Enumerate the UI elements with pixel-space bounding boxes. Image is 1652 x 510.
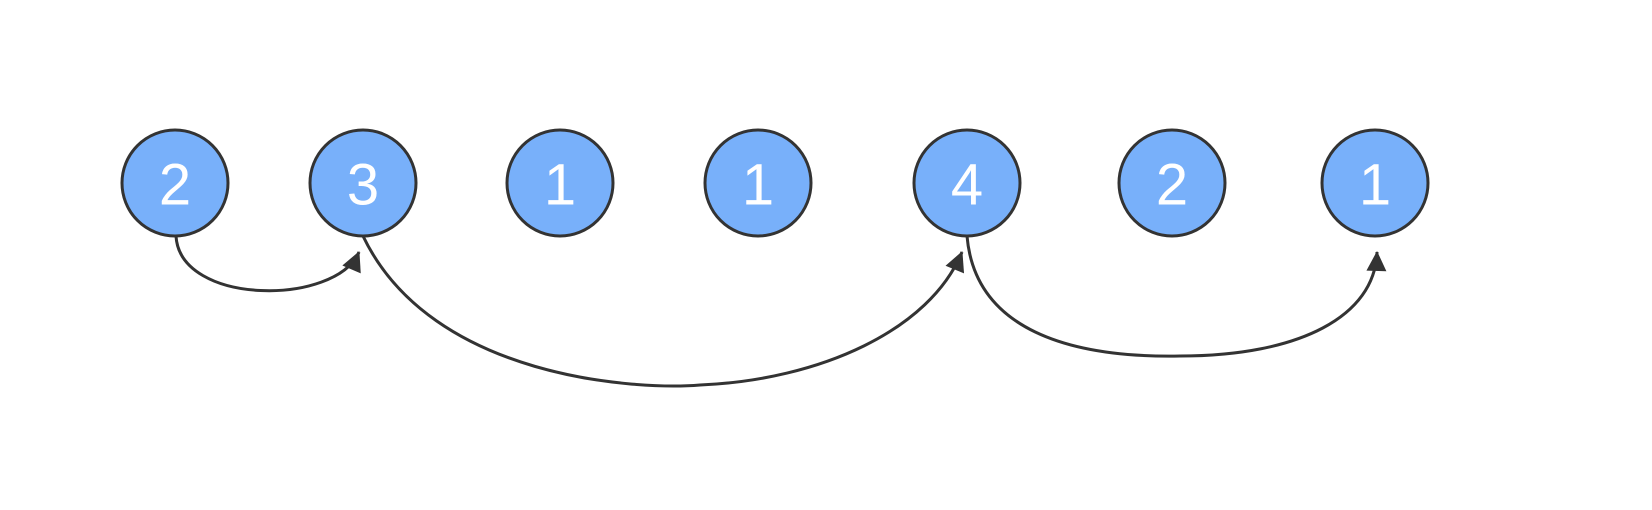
edge-arrow-4-6 (965, 235, 1387, 358)
node-label: 4 (951, 153, 983, 218)
edge-arrow-0-1 (174, 235, 361, 293)
node-label: 2 (1156, 153, 1188, 218)
node-circle (308, 128, 418, 238)
node-1: 3 (308, 128, 418, 238)
node-label: 3 (347, 153, 379, 218)
node-circle (703, 128, 813, 238)
edge-arrow-1-4 (361, 235, 965, 388)
node-0: 2 (120, 128, 230, 238)
node-circle (120, 128, 230, 238)
node-3: 1 (703, 128, 813, 238)
node-circle (912, 128, 1022, 238)
node-circle (505, 128, 615, 238)
node-label: 1 (1359, 153, 1391, 218)
node-label: 1 (544, 153, 576, 218)
node-label: 2 (159, 153, 191, 218)
node-circle (1117, 128, 1227, 238)
node-6: 1 (1320, 128, 1430, 238)
nodes-layer: 2 3 1 1 4 2 1 (120, 128, 1430, 238)
node-circle (1320, 128, 1430, 238)
edges-layer (174, 235, 1387, 388)
node-2: 1 (505, 128, 615, 238)
node-4: 4 (912, 128, 1022, 238)
node-label: 1 (742, 153, 774, 218)
node-5: 2 (1117, 128, 1227, 238)
